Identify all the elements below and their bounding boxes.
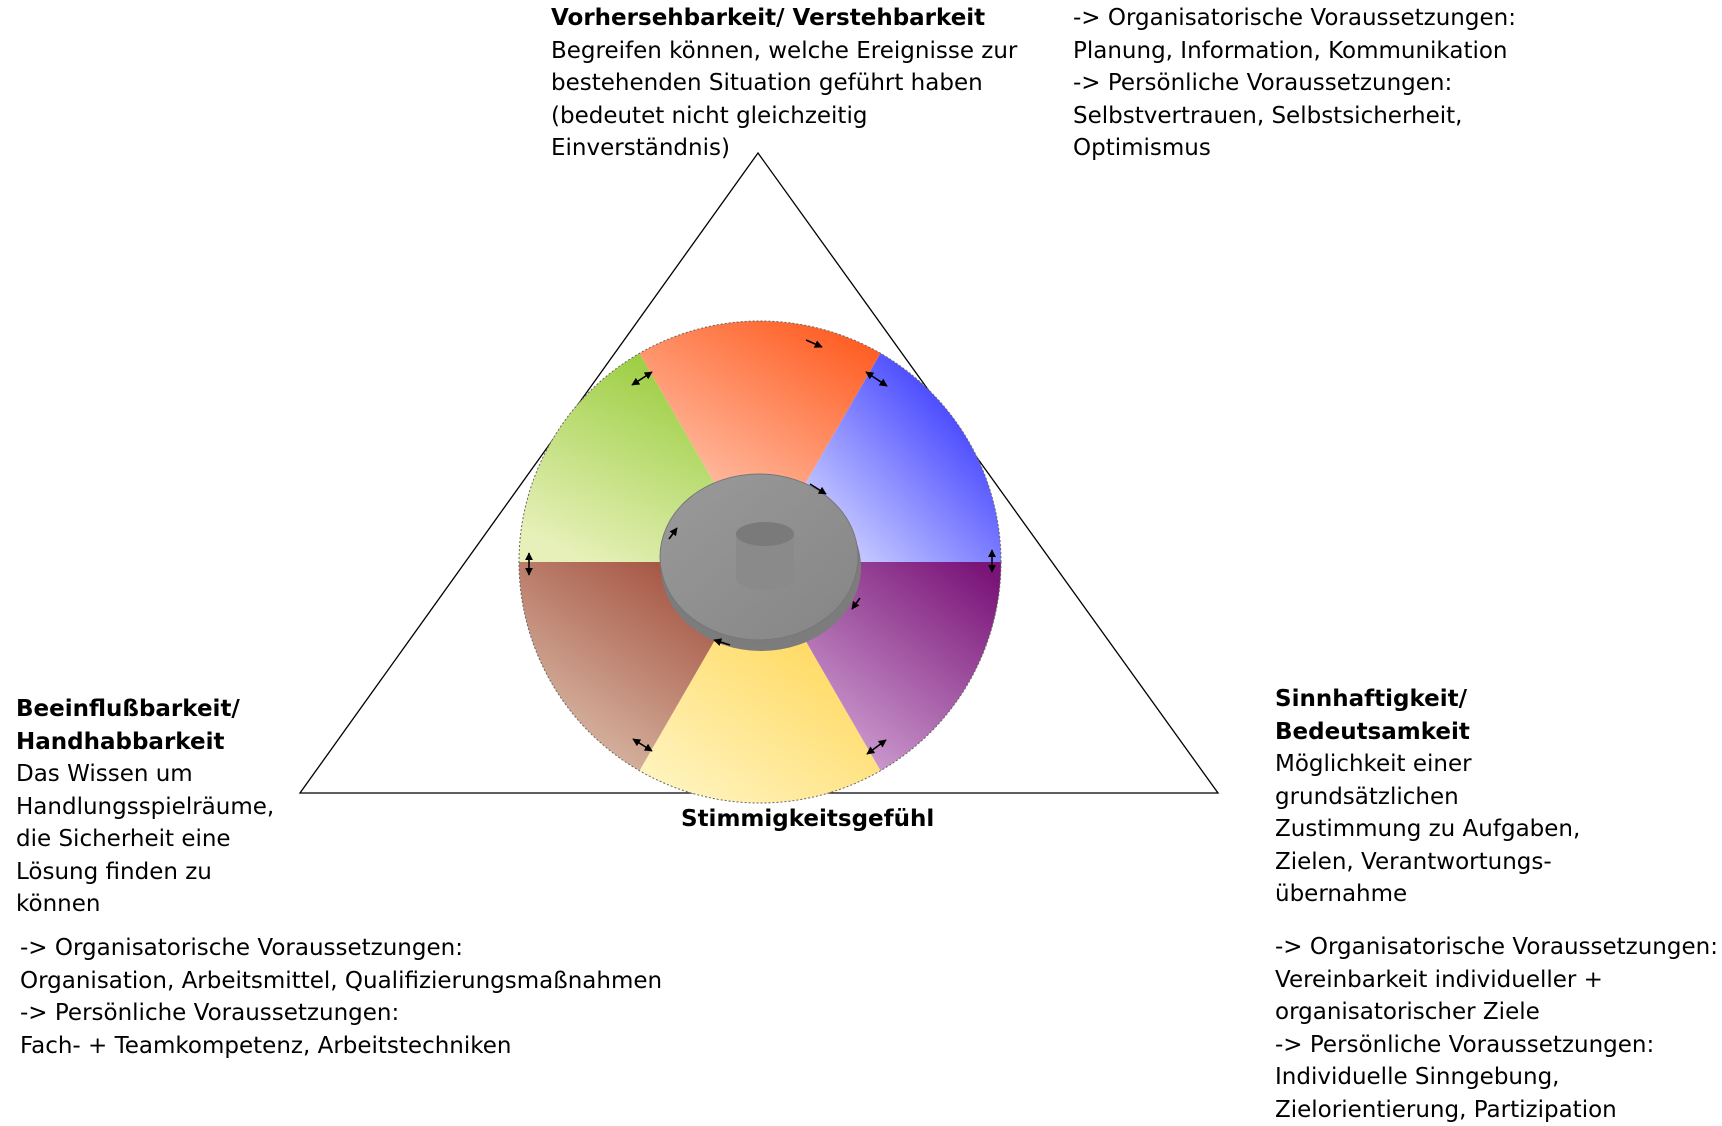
- top-desc-line: bestehenden Situation geführt haben: [551, 67, 1017, 100]
- left-condition-line: Fach- + Teamkompetenz, Arbeitstechniken: [20, 1030, 662, 1063]
- right-condition-line: Vereinbarkeit individueller +: [1275, 964, 1718, 997]
- top-conditions: -> Organisatorische Voraussetzungen: Pla…: [1073, 2, 1516, 165]
- left-desc-line: können: [16, 888, 274, 921]
- left-conditions: -> Organisatorische Voraussetzungen: Org…: [20, 932, 662, 1062]
- hub-peg-top: [736, 522, 794, 546]
- right-condition-line: organisatorischer Ziele: [1275, 996, 1718, 1029]
- right-desc-line: übernahme: [1275, 878, 1580, 911]
- top-block: Vorhersehbarkeit/ Verstehbarkeit Begreif…: [551, 2, 1017, 165]
- right-condition-line: -> Organisatorische Voraussetzungen:: [1275, 931, 1718, 964]
- right-condition-line: Individuelle Sinngebung,: [1275, 1061, 1718, 1094]
- left-title: Beeinflußbarkeit/: [16, 693, 274, 726]
- right-desc-line: grundsätzlichen: [1275, 781, 1580, 814]
- left-condition-line: -> Persönliche Voraussetzungen:: [20, 997, 662, 1030]
- left-condition-line: -> Organisatorische Voraussetzungen:: [20, 932, 662, 965]
- top-condition-line: -> Persönliche Voraussetzungen:: [1073, 67, 1516, 100]
- left-desc-line: Lösung finden zu: [16, 856, 274, 889]
- right-block: Sinnhaftigkeit/ Bedeutsamkeit Möglichkei…: [1275, 683, 1580, 911]
- left-block: Beeinflußbarkeit/ Handhabbarkeit Das Wis…: [16, 693, 274, 921]
- hub: [660, 474, 861, 651]
- left-desc-line: die Sicherheit eine: [16, 823, 274, 856]
- top-title: Vorhersehbarkeit/ Verstehbarkeit: [551, 2, 1017, 35]
- right-condition-line: Zielorientierung, Partizipation: [1275, 1094, 1718, 1126]
- left-title: Handhabbarkeit: [16, 726, 274, 759]
- right-condition-line: -> Persönliche Voraussetzungen:: [1275, 1029, 1718, 1062]
- left-desc-line: Handlungsspielräume,: [16, 791, 274, 824]
- top-desc-line: Begreifen können, welche Ereignisse zur: [551, 35, 1017, 68]
- right-desc-line: Möglichkeit einer: [1275, 748, 1580, 781]
- center-label: Stimmigkeitsgefühl: [681, 803, 934, 836]
- left-condition-line: Organisation, Arbeitsmittel, Qualifizier…: [20, 965, 662, 998]
- left-desc-line: Das Wissen um: [16, 758, 274, 791]
- right-desc-line: Zielen, Verantwortungs-: [1275, 846, 1580, 879]
- right-conditions: -> Organisatorische Voraussetzungen: Ver…: [1275, 931, 1718, 1126]
- right-title: Sinnhaftigkeit/: [1275, 683, 1580, 716]
- top-condition-line: Optimismus: [1073, 132, 1516, 165]
- right-desc-line: Zustimmung zu Aufgaben,: [1275, 813, 1580, 846]
- top-desc-line: Einverständnis): [551, 132, 1017, 165]
- right-title: Bedeutsamkeit: [1275, 716, 1580, 749]
- top-desc-line: (bedeutet nicht gleichzeitig: [551, 100, 1017, 133]
- top-condition-line: Selbstvertrauen, Selbstsicherheit,: [1073, 100, 1516, 133]
- top-condition-line: Planung, Information, Kommunikation: [1073, 35, 1516, 68]
- top-condition-line: -> Organisatorische Voraussetzungen:: [1073, 2, 1516, 35]
